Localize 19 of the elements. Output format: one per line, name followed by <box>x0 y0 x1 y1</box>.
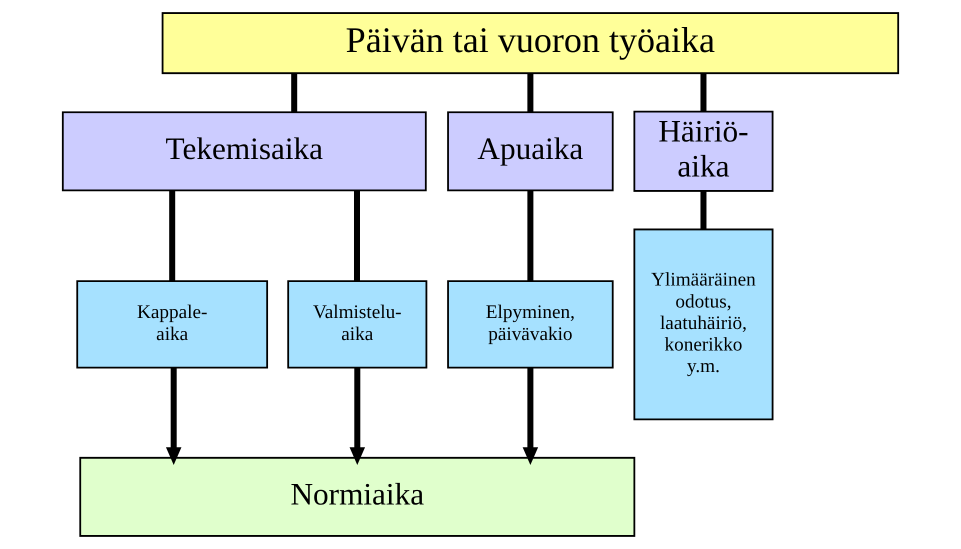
node-box: Tekemisaika <box>62 111 427 192</box>
connector <box>291 73 298 112</box>
node-box: Häiriö- aika <box>633 110 774 192</box>
node-box: Kappale- aika <box>76 280 268 369</box>
node-box: Normiaika <box>79 456 636 537</box>
node-box: Päivän tai vuoron työaika <box>162 12 900 74</box>
arrow <box>350 368 366 465</box>
connector <box>354 190 360 282</box>
arrow <box>522 368 538 465</box>
connector <box>700 191 706 230</box>
connector <box>700 73 706 112</box>
node-box: Valmistelu- aika <box>287 280 428 369</box>
connector <box>527 190 534 282</box>
node-box: Elpyminen, päivävakio <box>447 280 614 369</box>
node-box: Ylimääräinen odotus, laatuhäiriö, konerikko y.m. <box>633 228 774 420</box>
node-box: Apuaika <box>447 111 614 192</box>
connector <box>527 73 534 112</box>
connector <box>169 190 176 282</box>
arrow <box>166 368 182 465</box>
